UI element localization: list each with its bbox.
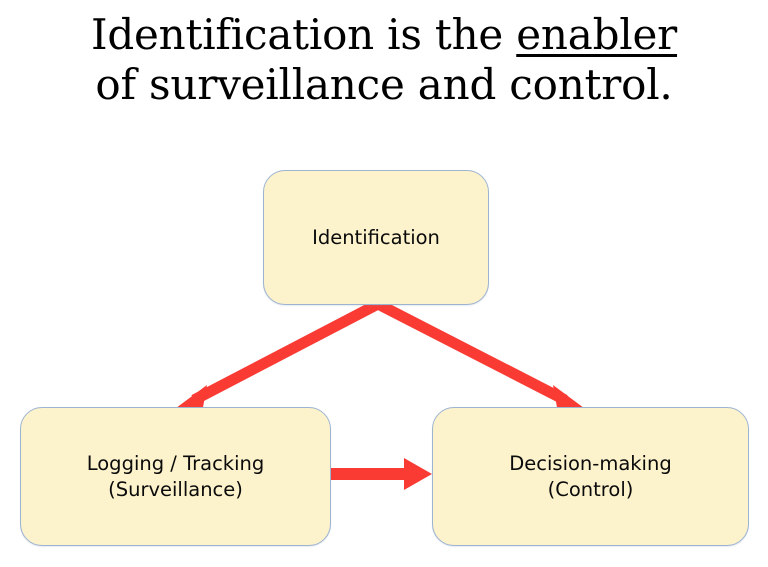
node-decision-making[interactable]: Decision-making (Control) xyxy=(432,407,749,546)
node-identification-text: Identification xyxy=(302,225,450,251)
node-logging-tracking-text: Logging / Tracking (Surveillance) xyxy=(77,451,275,502)
arrow-logging-to-decision xyxy=(331,458,432,490)
arrow-identification-to-logging xyxy=(172,299,381,413)
node-identification[interactable]: Identification xyxy=(263,170,489,305)
node-decision-making-label-line2: (Control) xyxy=(547,477,634,501)
slide-title: Identification is the enabler of surveil… xyxy=(0,10,768,109)
node-decision-making-label-line1: Decision-making xyxy=(509,451,672,475)
node-logging-tracking-label-line1: Logging / Tracking xyxy=(86,451,265,475)
node-decision-making-text: Decision-making (Control) xyxy=(499,451,681,502)
title-line-1-prefix: Identification is the xyxy=(90,10,517,59)
arrow-identification-to-decision xyxy=(375,299,588,413)
node-identification-label-line1: Identification xyxy=(312,225,440,249)
title-emphasis-enabler: enabler xyxy=(516,10,678,59)
node-logging-tracking[interactable]: Logging / Tracking (Surveillance) xyxy=(20,407,331,546)
title-line-1: Identification is the enabler xyxy=(0,10,768,60)
node-logging-tracking-label-line2: (Surveillance) xyxy=(108,477,243,501)
title-line-2: of surveillance and control. xyxy=(95,59,673,109)
